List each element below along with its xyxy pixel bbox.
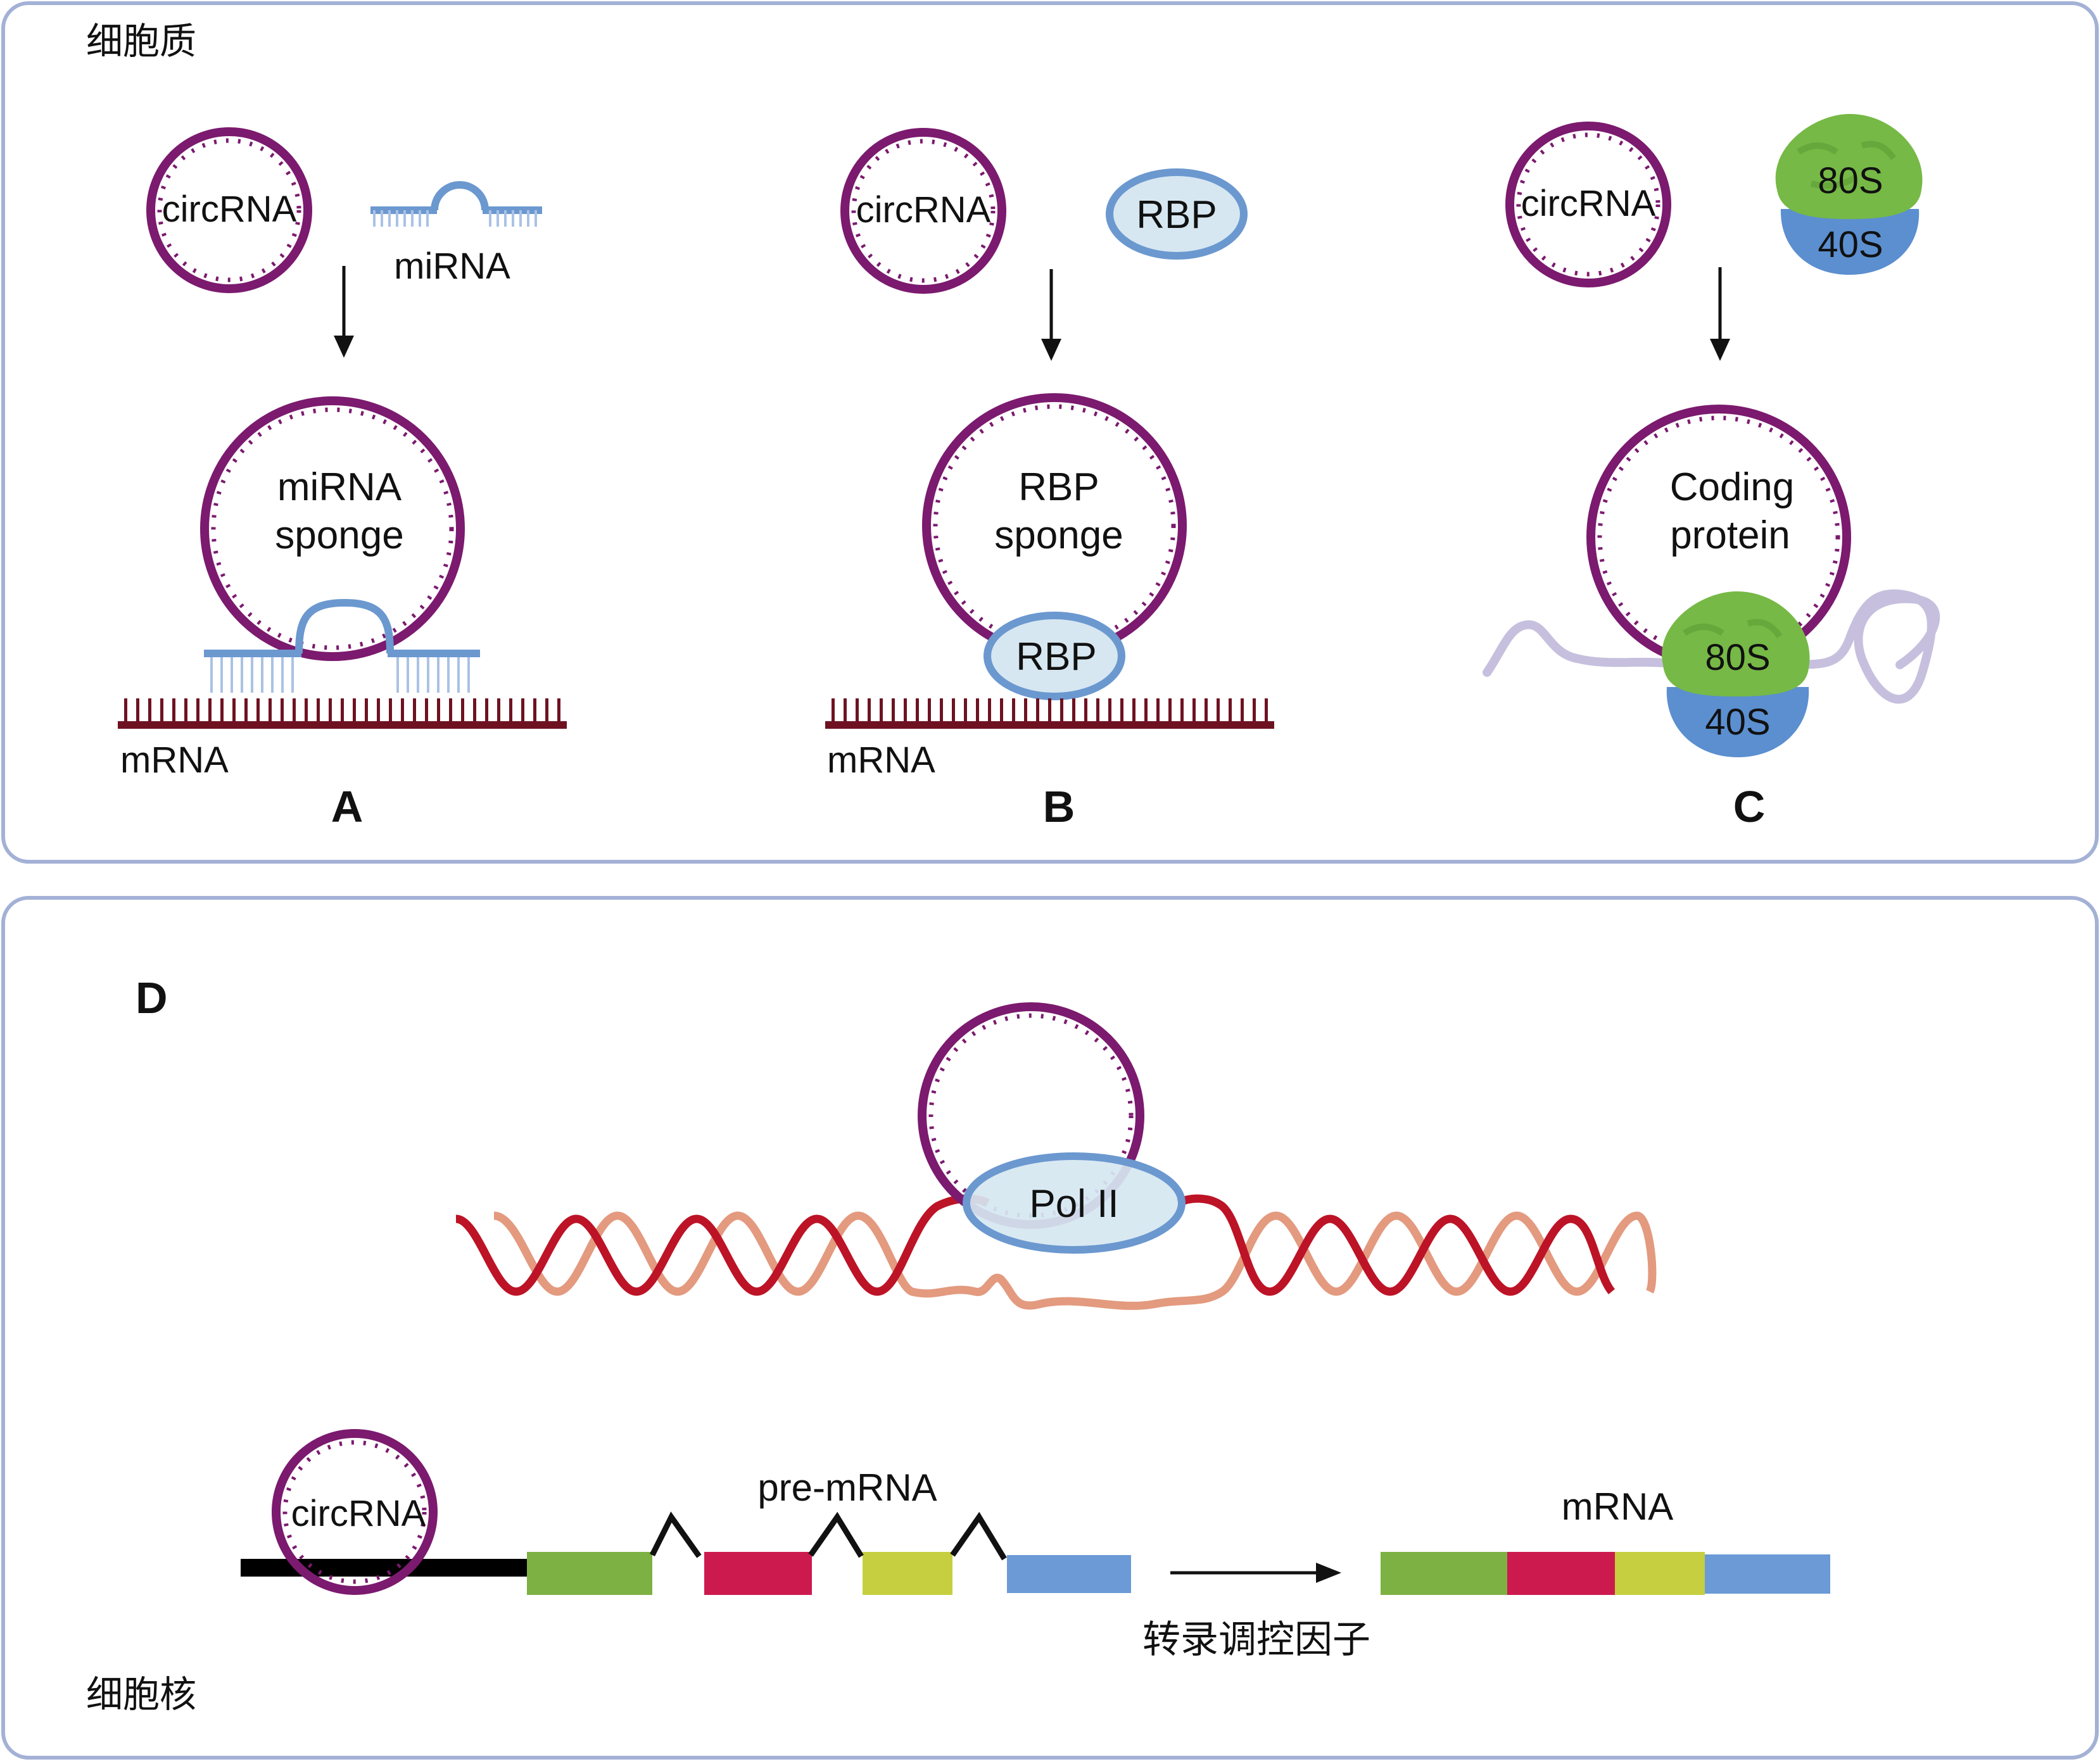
pol-ii-label: Pol II [1029,1182,1118,1226]
cytoplasm-label: 细胞质 [86,20,196,63]
circrna-ring [146,127,312,293]
mirna-sponge-ring [200,396,465,661]
mrna-exon-blue [1705,1554,1830,1594]
mrna-exon-green [1381,1552,1507,1595]
mrna-label: mRNA [827,740,935,781]
sponge-line-1: miRNA [277,465,402,509]
bound-rbp-glyph [984,612,1125,700]
panel-c: circRNA 80S 40S Coding protein 80S 40 [1483,113,1940,831]
arrow-a [334,266,354,358]
small-subunit-label: 40S [1818,224,1883,265]
nucleus-label: 细胞核 [86,1673,196,1716]
mirna-glyph [370,181,542,227]
bound-small-label: 40S [1705,702,1770,743]
arrow-c [1710,267,1730,361]
panel-letter: C [1733,782,1766,831]
exon-red [704,1552,812,1595]
mrna-label: mRNA [120,740,229,781]
exon-yellow [863,1552,952,1595]
circrna-ring [272,1429,438,1595]
mrna-strand [825,698,1274,729]
arrow-b [1041,269,1061,361]
coding-line-1: Coding [1670,465,1794,509]
panel-d: D Pol II circRNA pre-mRNA [136,973,1830,1662]
splice-junction [808,1511,864,1558]
mrna-exon-red [1507,1552,1615,1595]
dna-dark-strand [455,1194,1616,1296]
sponge-line-1: RBP [1018,465,1099,509]
rbp-glyph [1106,168,1248,260]
large-subunit-label: 80S [1818,160,1883,201]
mrna-strand [118,698,567,729]
circrna-label: circRNA [1521,183,1656,224]
exon-blue [1007,1555,1131,1593]
sponge-line-2: sponge [275,513,403,557]
bound-rbp-label: RBP [1016,635,1096,679]
cytoplasm-panel [1,1,2099,864]
circrna-label: circRNA [291,1493,426,1534]
sponge-line-2: sponge [994,513,1123,557]
coding-line-2: protein [1670,513,1790,557]
mrna-exon-yellow [1615,1552,1705,1595]
dna-light-strand [493,1211,1657,1310]
circrna-label: circRNA [856,189,991,230]
panel-letter: B [1043,782,1075,831]
circrna-ring [1505,122,1671,287]
splice-junction [950,1511,1007,1561]
peptide-chain [1483,589,1940,704]
mrna-label: mRNA [1562,1485,1674,1528]
circrna-ring [840,128,1006,294]
mirna-label: miRNA [394,246,510,287]
nucleus-panel [1,896,2099,1760]
pol-ii-glyph [963,1152,1186,1254]
splice-junction [649,1511,702,1558]
circrna-label: circRNA [162,189,297,230]
panel-letter: D [136,973,168,1023]
processing-arrow [1170,1563,1341,1583]
factor-label: 转录调控因子 [1142,1618,1370,1662]
bound-large-label: 80S [1705,637,1770,678]
ribosome-glyph [1775,113,1923,275]
panel-letter: A [331,782,364,831]
bound-ribosome-glyph [1662,591,1810,757]
rbp-label: RBP [1136,193,1217,237]
exon-green [527,1552,652,1595]
panel-a: circRNA miRNA miRNA sponge [118,127,567,831]
bound-mirna-glyph [204,598,480,693]
panel-b: circRNA RBP RBP sponge RBP mRNA B [825,128,1274,831]
premrna-label: pre-mRNA [757,1466,937,1509]
